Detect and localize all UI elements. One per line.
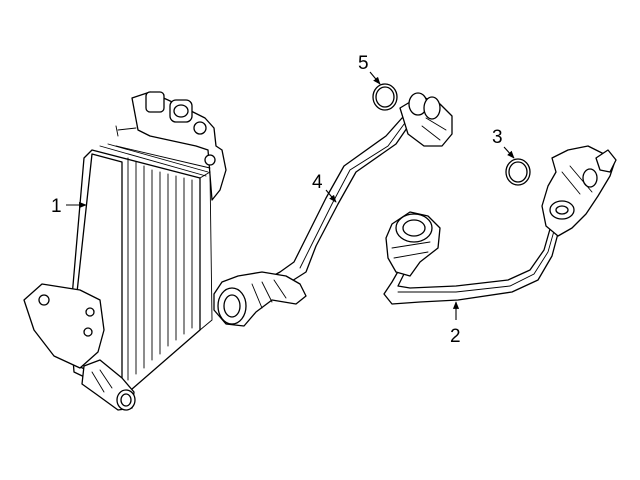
callout-3-label: 3 [492, 127, 503, 148]
cooler-hose-upper[interactable] [213, 92, 453, 327]
callout-2: 2 [450, 301, 461, 347]
callout-1: 1 [51, 196, 87, 217]
callout-4-label: 4 [312, 172, 323, 193]
o-ring-3[interactable] [505, 158, 531, 186]
callout-5: 5 [358, 53, 381, 85]
callout-2-label: 2 [450, 326, 461, 347]
oil-cooler[interactable] [23, 91, 227, 411]
o-ring-5[interactable] [372, 83, 398, 111]
callout-1-label: 1 [51, 196, 62, 217]
callout-4: 4 [312, 172, 337, 203]
callout-5-label: 5 [358, 53, 369, 74]
callout-3: 3 [492, 127, 515, 159]
cooler-hose-lower[interactable] [383, 145, 617, 305]
